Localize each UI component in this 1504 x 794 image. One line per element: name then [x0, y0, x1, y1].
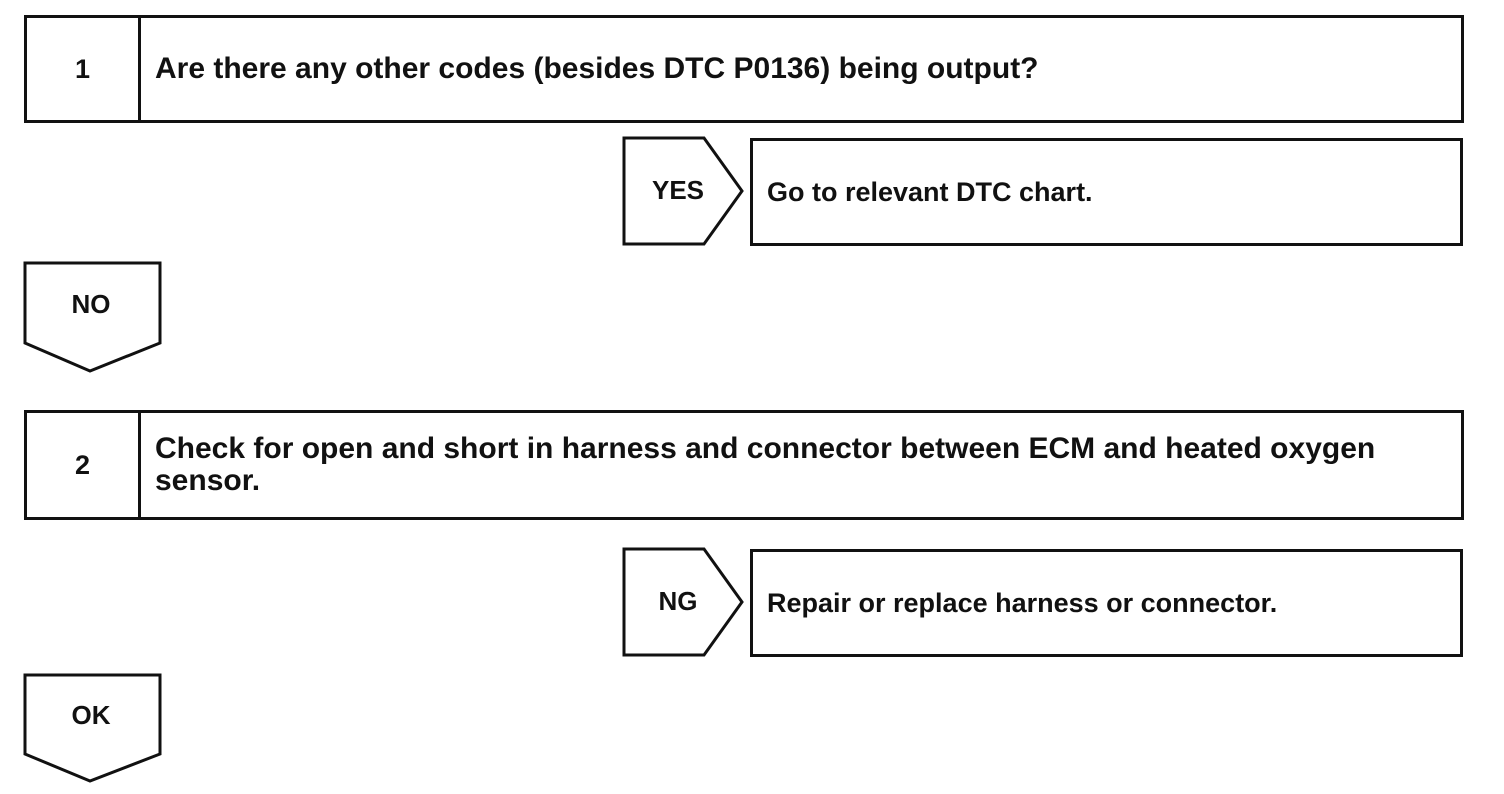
ng-arrow-shape	[622, 547, 744, 657]
ok-arrow-shape	[23, 673, 162, 783]
step-2-instruction: Check for open and short in harness and …	[155, 432, 1376, 497]
step-1-question: Are there any other codes (besides DTC P…	[155, 52, 1039, 85]
yes-result-box: Go to relevant DTC chart.	[750, 138, 1463, 246]
no-label: NO	[71, 289, 111, 319]
ok-label: OK	[71, 700, 111, 730]
yes-label: YES	[651, 175, 705, 205]
no-arrow-shape	[23, 261, 162, 373]
step-1-box: 1 Are there any other codes (besides DTC…	[24, 15, 1464, 123]
ng-result-box: Repair or replace harness or connector.	[750, 549, 1463, 657]
step-1-number: 1	[27, 18, 141, 120]
step-2-box: 2 Check for open and short in harness an…	[24, 410, 1464, 520]
yes-arrow-shape	[622, 136, 744, 246]
step-2-number: 2	[27, 413, 141, 517]
ng-label: NG	[658, 586, 698, 616]
